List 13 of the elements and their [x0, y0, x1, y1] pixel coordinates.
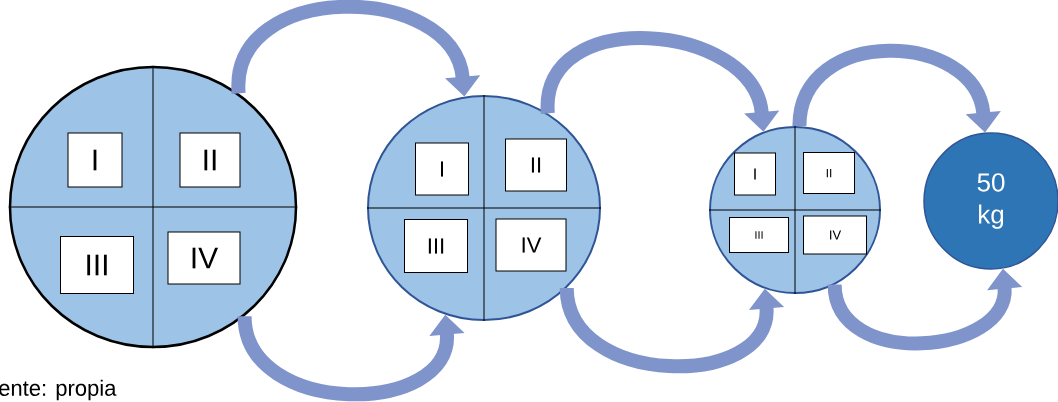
numeral-box: III	[404, 219, 468, 273]
source-note: ente: propia	[0, 379, 117, 401]
numeral-box: I	[734, 152, 776, 196]
numeral-box: IV	[167, 231, 241, 285]
numeral-box: II	[505, 138, 567, 192]
numeral-box: III	[729, 217, 789, 253]
numeral-box: I	[67, 132, 123, 188]
numeral-box: I	[415, 142, 469, 196]
numeral-box: IV	[495, 218, 567, 272]
numeral-box: II	[803, 152, 855, 194]
numeral-box: IV	[803, 215, 867, 255]
numeral-box: III	[60, 236, 134, 294]
numeral-box: II	[179, 132, 241, 188]
